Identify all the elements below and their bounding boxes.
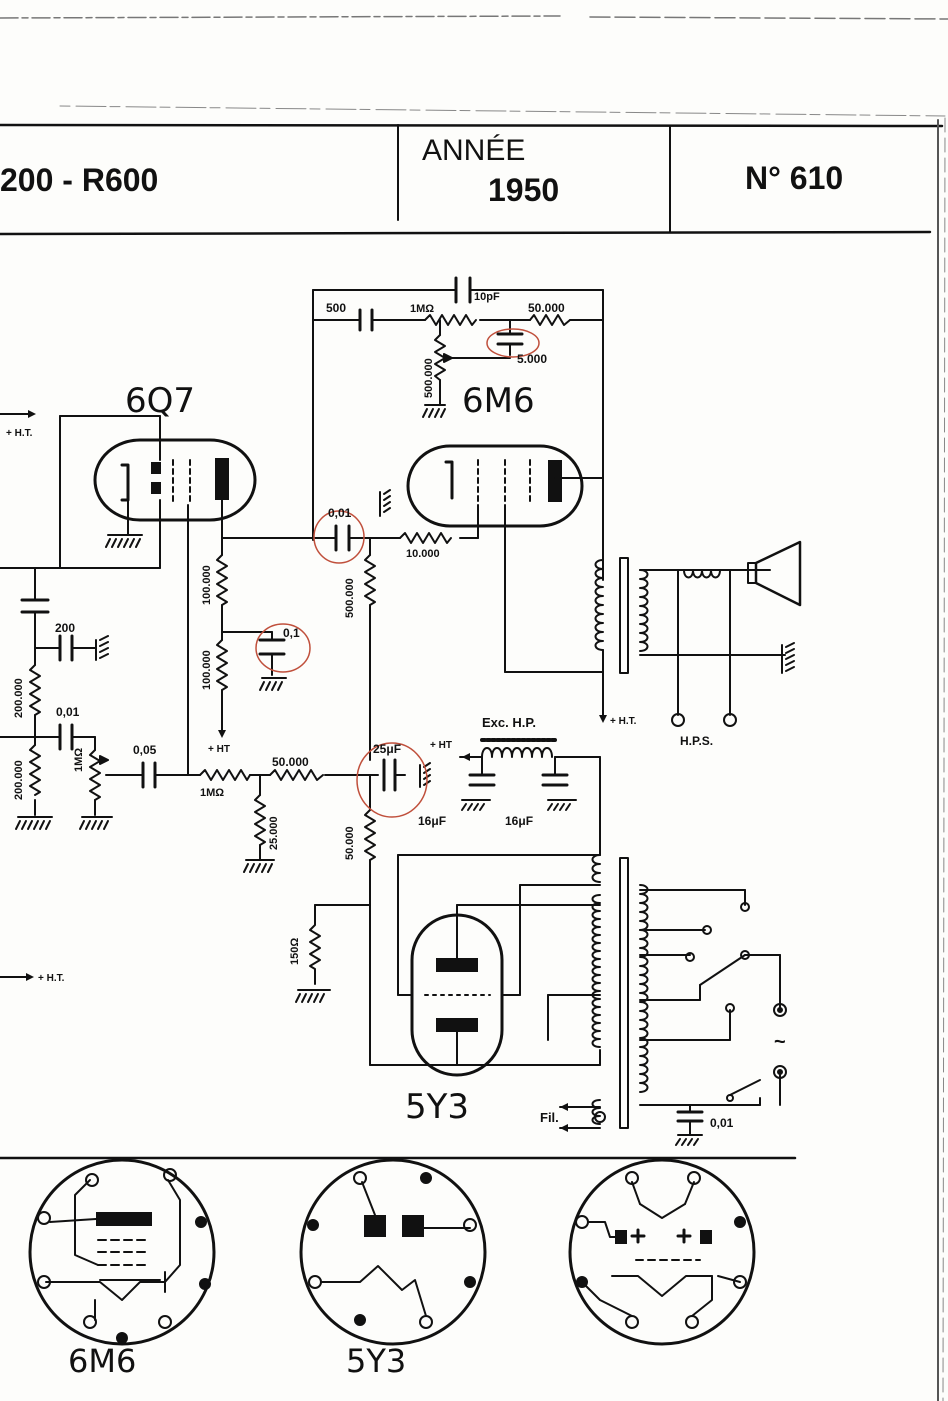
value-r-10000: 10.000: [406, 548, 440, 560]
label-ht-3: + HT: [430, 740, 452, 751]
speaker-icon: [747, 540, 802, 607]
tube-5y3: [410, 913, 504, 1077]
value-r-50000-vert: 50.000: [344, 826, 356, 860]
model-title: 200 - R600: [0, 162, 159, 198]
label-ht-2: + HT: [208, 744, 230, 755]
value-r-500000-grid: 500.000: [344, 578, 356, 618]
output-transformer: [594, 557, 721, 674]
tube-6m6: [406, 444, 584, 528]
value-c-200: 200: [55, 621, 75, 635]
value-r-150: 150Ω: [289, 938, 301, 965]
tube-6q7: [93, 438, 257, 522]
value-r-1mohm-top: 1MΩ: [410, 303, 434, 315]
value-r-100000-a: 100.000: [201, 565, 213, 605]
label-ac: ~: [774, 1031, 786, 1053]
value-c-01: 0,1: [283, 626, 300, 640]
label-6q7: 6Q7: [125, 381, 195, 421]
value-r-50000-top: 50.000: [528, 301, 565, 315]
value-c-5000: 5.000: [517, 352, 547, 366]
ground-symbols: [15, 404, 795, 1146]
value-c-16uf-a: 16μF: [418, 814, 446, 828]
value-c-001-coupling: 0,01: [328, 506, 352, 520]
capacitors: [20, 276, 704, 1123]
base-diagram-6m6: [28, 1158, 216, 1346]
excitation-coil: [480, 738, 557, 758]
label-ht-1: + H.T.: [6, 428, 33, 439]
terminals: [594, 713, 787, 1123]
label-exc-hp: Exc. H.P.: [482, 715, 536, 730]
value-r-50000-series: 50.000: [272, 755, 309, 769]
value-r-25000: 25.000: [268, 816, 280, 850]
label-ht-4: + H.T.: [610, 716, 637, 727]
year-value: 1950: [488, 172, 560, 208]
value-pot-500000: 500.000: [423, 358, 435, 398]
value-c-001-left: 0,01: [56, 705, 80, 719]
label-ht-5: + H.T.: [38, 973, 65, 984]
value-r-1mohm-series: 1MΩ: [200, 787, 224, 799]
annotations: + H.T. + HT + HT + H.T. + H.T. Exc. H.P.…: [6, 428, 786, 1125]
label-hps: H.P.S.: [680, 734, 713, 748]
resistors: [29, 314, 571, 985]
base-diagram-6q7: [568, 1158, 756, 1346]
power-transformer: [591, 854, 649, 1129]
label-5y3: 5Y3: [405, 1087, 469, 1127]
value-pot-1mohm: 1MΩ: [73, 748, 85, 772]
year-label: ANNÉE: [422, 134, 526, 167]
value-c-001-mains: 0,01: [710, 1116, 734, 1130]
base-label-6m6: 6M6: [68, 1342, 136, 1380]
component-values: 500 1MΩ 10pF 50.000 5.000 500.000 0,01 1…: [13, 291, 734, 1130]
label-fil: Fil.: [540, 1110, 559, 1125]
value-c-16uf-b: 16μF: [505, 814, 533, 828]
label-6m6: 6M6: [462, 381, 535, 421]
value-c-005: 0,05: [133, 743, 157, 757]
base-label-5y3: 5Y3: [346, 1342, 406, 1380]
value-c-500: 500: [326, 301, 346, 315]
value-r-200000-b: 200.000: [13, 760, 25, 800]
sheet-number: N° 610: [745, 160, 844, 196]
value-r-100000-b: 100.000: [201, 650, 213, 690]
value-r-200000-a: 200.000: [13, 678, 25, 718]
highlight-marks: [255, 328, 540, 818]
wiring: [0, 289, 797, 1160]
tube-labels: 6Q7 6M6 5Y3 6M6 5Y3: [68, 381, 535, 1380]
ht-arrows: [0, 410, 607, 1132]
base-diagram-5y3: [299, 1158, 487, 1346]
value-c-10pf: 10pF: [474, 291, 500, 303]
value-c-25uf: 25μF: [373, 742, 401, 756]
header-frame: [0, 15, 948, 1401]
